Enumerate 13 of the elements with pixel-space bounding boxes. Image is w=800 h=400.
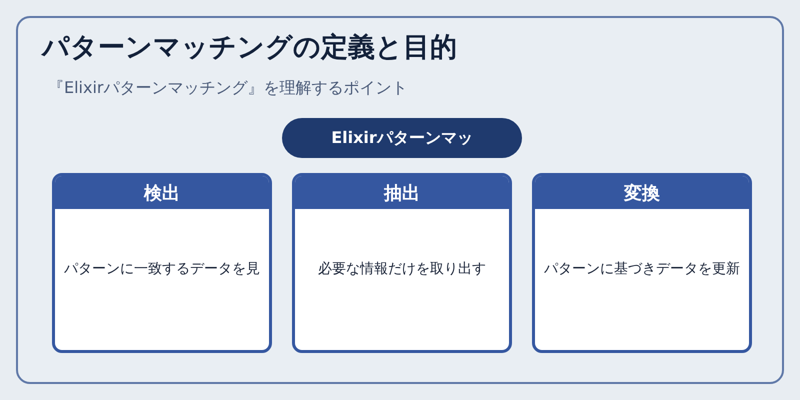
card-description: 必要な情報だけを取り出す xyxy=(317,260,487,278)
card-header: 抽出 xyxy=(295,176,509,209)
card-header: 変換 xyxy=(535,176,749,209)
heading: パターンマッチングの定義と目的 xyxy=(42,32,457,64)
card xyxy=(292,173,512,353)
card-header: 検出 xyxy=(55,176,269,209)
card xyxy=(532,173,752,353)
card xyxy=(52,173,272,353)
subtitle: 『Elixirパターンマッチング』を理解するポイント xyxy=(48,78,408,98)
card-description: パターンに一致するデータを見 xyxy=(63,260,261,278)
section-banner: Elixirパターンマッ xyxy=(282,118,522,158)
card-description: パターンに基づきデータを更新 xyxy=(543,260,741,278)
panel xyxy=(16,16,784,384)
